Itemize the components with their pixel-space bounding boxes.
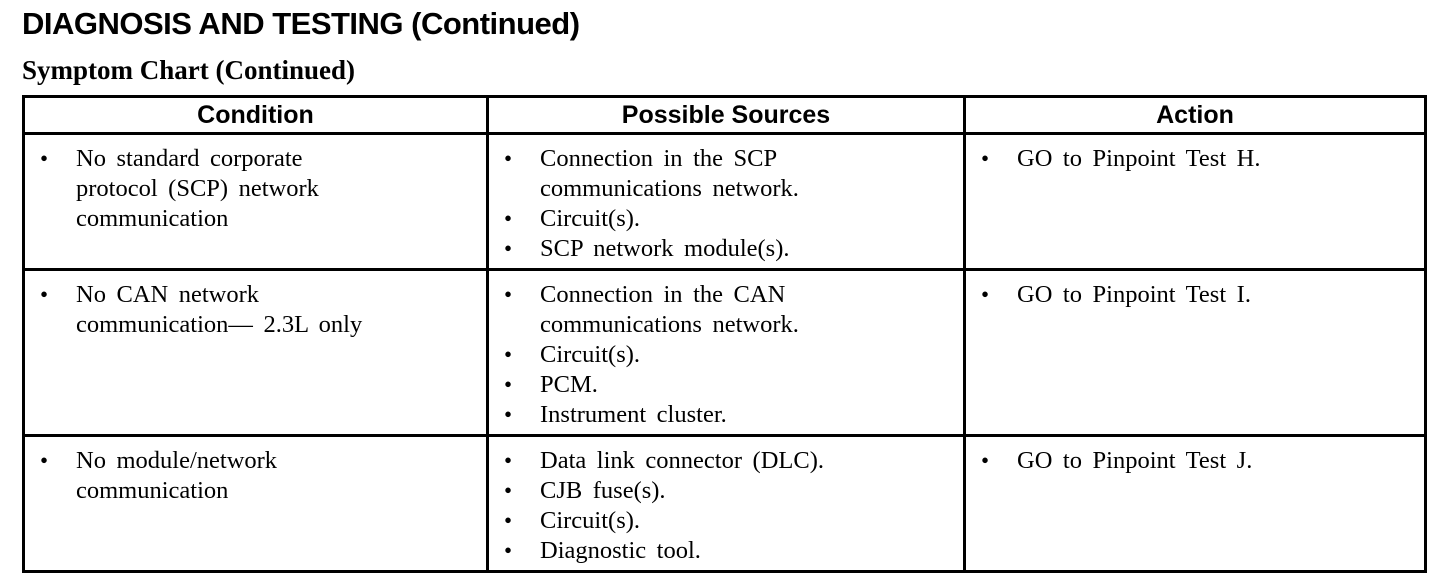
bullet-icon: •: [504, 402, 513, 427]
column-header-condition: Condition: [22, 95, 489, 135]
bullet-text: GO to Pinpoint Test J.: [1017, 447, 1253, 474]
bullet-text: Instrument cluster.: [540, 401, 727, 428]
bullet-icon: •: [40, 448, 49, 473]
bullet-icon: •: [504, 236, 513, 261]
bullet-item: • GO to Pinpoint Test H.: [979, 144, 1418, 174]
bullet-item: • PCM.: [502, 370, 957, 400]
bullet-text: No standard corporate protocol (SCP) net…: [76, 145, 319, 232]
bullet-icon: •: [504, 448, 513, 473]
sources-list: • Connection in the SCP communications ne…: [502, 144, 957, 264]
section-subtitle: Symptom Chart (Continued): [22, 55, 356, 85]
cell-action: • GO to Pinpoint Test I.: [963, 268, 1427, 437]
action-list: • GO to Pinpoint Test H.: [979, 144, 1418, 174]
bullet-icon: •: [40, 282, 49, 307]
bullet-icon: •: [504, 538, 513, 563]
table-row: • No module/network communication • Data li…: [22, 434, 1427, 573]
bullet-icon: •: [504, 342, 513, 367]
cell-action: • GO to Pinpoint Test H.: [963, 132, 1427, 271]
bullet-icon: •: [981, 146, 990, 171]
page-title: DIAGNOSIS AND TESTING (Continued): [22, 6, 580, 41]
sources-list: • Connection in the CAN communications ne…: [502, 280, 957, 430]
bullet-icon: •: [504, 282, 513, 307]
sources-list: • Data link connector (DLC). • CJB fuse(s).…: [502, 446, 957, 566]
bullet-item: • Circuit(s).: [502, 204, 957, 234]
table-row: • No CAN network communication— 2.3L only…: [22, 268, 1427, 437]
bullet-text: Connection in the CAN communications net…: [540, 281, 799, 338]
cell-condition: • No standard corporate protocol (SCP) ne…: [22, 132, 489, 271]
bullet-text: Data link connector (DLC).: [540, 447, 824, 474]
bullet-item: • No CAN network communication— 2.3L only: [38, 280, 480, 340]
bullet-text: CJB fuse(s).: [540, 477, 666, 504]
action-list: • GO to Pinpoint Test I.: [979, 280, 1418, 310]
bullet-item: • Data link connector (DLC).: [502, 446, 957, 476]
bullet-item: • No standard corporate protocol (SCP) ne…: [38, 144, 480, 234]
bullet-item: • Connection in the SCP communications ne…: [502, 144, 957, 204]
bullet-item: • SCP network module(s).: [502, 234, 957, 264]
bullet-text: No CAN network communication— 2.3L only: [76, 281, 363, 338]
cell-sources: • Connection in the SCP communications ne…: [486, 132, 966, 271]
bullet-text: Circuit(s).: [540, 507, 641, 534]
bullet-item: • Instrument cluster.: [502, 400, 957, 430]
bullet-item: • GO to Pinpoint Test I.: [979, 280, 1418, 310]
document-page: DIAGNOSIS AND TESTING (Continued) Sympto…: [22, 6, 1427, 573]
bullet-text: Connection in the SCP communications net…: [540, 145, 799, 202]
bullet-text: SCP network module(s).: [540, 235, 790, 262]
cell-condition: • No CAN network communication— 2.3L only: [22, 268, 489, 437]
bullet-item: • Connection in the CAN communications ne…: [502, 280, 957, 340]
cell-condition: • No module/network communication: [22, 434, 489, 573]
bullet-icon: •: [504, 206, 513, 231]
bullet-text: GO to Pinpoint Test H.: [1017, 145, 1261, 172]
cell-action: • GO to Pinpoint Test J.: [963, 434, 1427, 573]
bullet-item: • Circuit(s).: [502, 506, 957, 536]
cell-sources: • Data link connector (DLC). • CJB fuse(s).…: [486, 434, 966, 573]
bullet-text: GO to Pinpoint Test I.: [1017, 281, 1251, 308]
condition-list: • No module/network communication: [38, 446, 480, 506]
bullet-item: • Diagnostic tool.: [502, 536, 957, 566]
bullet-text: PCM.: [540, 371, 598, 398]
condition-list: • No standard corporate protocol (SCP) ne…: [38, 144, 480, 234]
bullet-item: • Circuit(s).: [502, 340, 957, 370]
column-header-action: Action: [963, 95, 1427, 135]
bullet-icon: •: [504, 372, 513, 397]
bullet-item: • CJB fuse(s).: [502, 476, 957, 506]
bullet-icon: •: [504, 478, 513, 503]
bullet-item: • GO to Pinpoint Test J.: [979, 446, 1418, 476]
bullet-icon: •: [981, 448, 990, 473]
bullet-icon: •: [504, 508, 513, 533]
bullet-icon: •: [504, 146, 513, 171]
cell-sources: • Connection in the CAN communications ne…: [486, 268, 966, 437]
bullet-text: No module/network communication: [76, 447, 278, 504]
bullet-text: Circuit(s).: [540, 205, 641, 232]
bullet-icon: •: [40, 146, 49, 171]
bullet-icon: •: [981, 282, 990, 307]
symptom-chart-table: Condition Possible Sources Action • No st…: [22, 95, 1427, 573]
table-row: • No standard corporate protocol (SCP) ne…: [22, 132, 1427, 271]
table-header-row: Condition Possible Sources Action: [22, 95, 1427, 135]
bullet-text: Diagnostic tool.: [540, 537, 701, 564]
bullet-item: • No module/network communication: [38, 446, 480, 506]
table-body: • No standard corporate protocol (SCP) ne…: [22, 132, 1427, 573]
column-header-possible-sources: Possible Sources: [486, 95, 966, 135]
bullet-text: Circuit(s).: [540, 341, 641, 368]
condition-list: • No CAN network communication— 2.3L only: [38, 280, 480, 340]
action-list: • GO to Pinpoint Test J.: [979, 446, 1418, 476]
